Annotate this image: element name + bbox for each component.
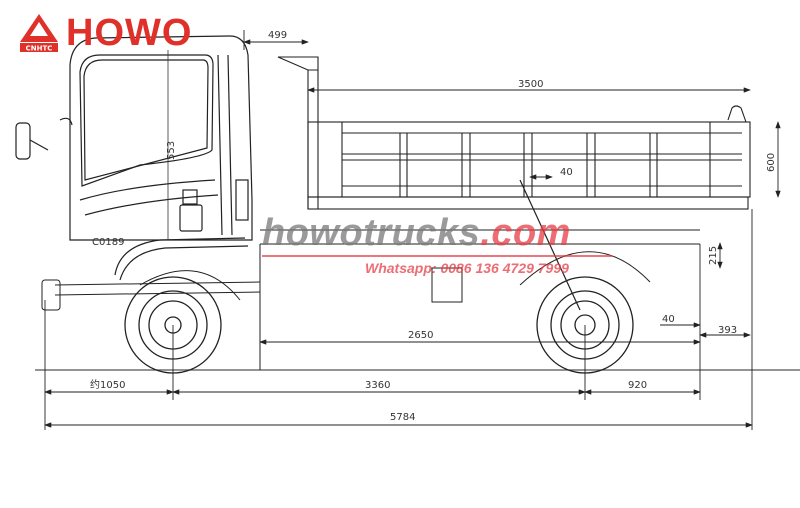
watermark-site: howotrucks.com [262,212,571,254]
chassis-frame [41,229,700,370]
dim-393: 393 [718,325,737,336]
dim-215: 215 [708,246,719,265]
dim-40-rear: 40 [662,314,675,325]
dim-5784: 5784 [390,412,415,423]
dim-1050: 约1050 [90,378,125,391]
hydraulic-cylinder [519,179,581,311]
cnhtc-emblem-icon: CNHTC [20,14,58,53]
howo-logo: CNHTC HOWO [18,12,192,54]
watermark-whatsapp: Whatsapp: 0086 136 4729 7999 [365,260,569,276]
cab-code-label: C0189 [92,237,124,248]
svg-text:CNHTC: CNHTC [26,45,53,53]
dim-3500: 3500 [518,79,543,90]
watermark-underline [262,255,612,257]
logo-text: HOWO [66,12,193,54]
dim-40-top: 40 [560,167,573,178]
dim-499: 499 [268,30,287,41]
dim-920: 920 [628,380,647,391]
cab [15,35,253,281]
dim-2650: 2650 [408,330,433,341]
dim-600: 600 [766,153,777,172]
dim-3360: 3360 [365,380,390,391]
dimension-lines [44,30,781,430]
dump-body [277,56,751,210]
dim-cab-553: 553 [166,141,177,160]
